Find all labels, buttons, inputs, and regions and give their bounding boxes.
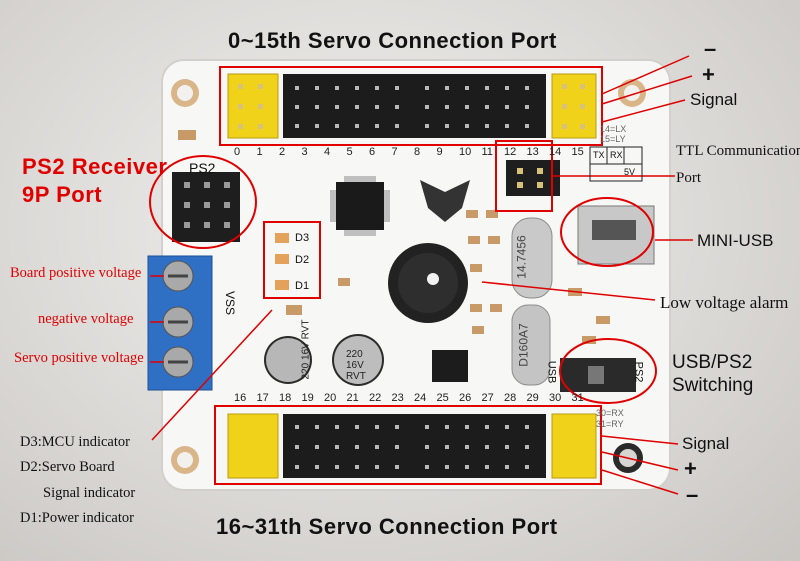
d2-label-line2: Signal indicator [43, 485, 136, 501]
port-number: 9 [436, 146, 443, 158]
d1-label: D1:Power indicator [20, 510, 134, 526]
silk-usb: USB [545, 360, 558, 384]
switch-label-line2: Switching [672, 375, 754, 396]
silk-tx: TX [593, 150, 605, 160]
annotation-outlines [149, 66, 657, 485]
bottom-signal-label: Signal [682, 434, 730, 453]
silk-d3: D3 [295, 232, 310, 244]
top-plus-label: + [702, 62, 715, 87]
silk-rx: 30=RX [596, 408, 624, 418]
port-number: 13 [526, 146, 539, 158]
ttl-pinout-box [589, 146, 643, 182]
bottom-plus-label: + [684, 456, 697, 481]
ps2-label-line2: 9P Port [22, 182, 103, 207]
port-number: 3 [301, 146, 308, 158]
cap1-marking: 220 16V RVT [300, 319, 312, 380]
silk-ly: 15=LY [600, 134, 626, 144]
d3-label: D3:MCU indicator [20, 434, 130, 450]
silk-ry: 31=RY [596, 419, 624, 429]
port-number: 8 [414, 146, 421, 158]
ttl-label-line2: Port [676, 170, 702, 186]
small-ic [432, 350, 468, 382]
port-number: 11 [481, 146, 493, 158]
capacitors [264, 334, 384, 386]
smd-components [178, 130, 610, 344]
port-number: 20 [324, 392, 337, 404]
port-number: 16 [234, 392, 247, 404]
silk-5v: 5V [624, 167, 636, 177]
port-number: 30 [549, 392, 562, 404]
led-indicators [275, 233, 289, 290]
top-signal-label: Signal [690, 90, 738, 109]
port-number: 5 [346, 146, 353, 158]
port-number: 25 [436, 392, 449, 404]
buzzer [388, 243, 468, 323]
port-number: 4 [324, 146, 331, 158]
board-voltage-label: Board positive voltage [10, 265, 142, 281]
silk-ps2-switch: PS2 [632, 361, 645, 383]
silk-ps2: PS2 [189, 160, 216, 176]
port-number: 19 [301, 392, 314, 404]
crystal [511, 217, 553, 299]
regulator [511, 304, 551, 386]
silk-vss: VSS [223, 290, 238, 316]
top-title: 0~15th Servo Connection Port [228, 28, 557, 53]
servo-voltage-label: Servo positive voltage [14, 350, 144, 366]
port-number: 23 [391, 392, 404, 404]
port-number: 24 [414, 392, 427, 404]
port-number: 17 [256, 392, 269, 404]
mini-usb-port [577, 205, 655, 265]
port-number: 14 [549, 146, 562, 158]
cap2-marking: 220 16V RVT [346, 349, 366, 382]
port-number: 15 [571, 146, 584, 158]
negative-voltage-label: negative voltage [38, 311, 134, 327]
port-number: 0 [234, 146, 241, 158]
ttl-label-line1: TTL Communication [676, 143, 800, 159]
silk-d1: D1 [295, 280, 310, 292]
port-number: 2 [279, 146, 286, 158]
silk-d160: D160A7 [516, 323, 531, 367]
silk-crystal: 14.7456 [514, 235, 529, 279]
port-number: 31 [571, 392, 584, 404]
switch-label-line1: USB/PS2 [672, 352, 753, 373]
port-number: 18 [279, 392, 292, 404]
port-number: 7 [391, 146, 398, 158]
port-number: 10 [459, 146, 472, 158]
mcu-chip [330, 176, 390, 236]
silk-rx-ttl: RX [610, 150, 623, 160]
port-number: 28 [504, 392, 517, 404]
annotation-leaders [150, 55, 693, 495]
logo-mark [420, 180, 470, 222]
mini-usb-label: MINI-USB [697, 231, 774, 250]
bottom-title: 16~31th Servo Connection Port [216, 514, 558, 539]
top-minus-label: – [704, 36, 717, 61]
port-number: 21 [346, 392, 359, 404]
port-number: 26 [459, 392, 472, 404]
port-number: 22 [369, 392, 382, 404]
d2-label-line1: D2:Servo Board [20, 459, 115, 475]
port-number: 12 [504, 146, 517, 158]
bottom-servo-headers [227, 413, 597, 479]
power-terminal [147, 255, 213, 391]
ps2-label-line1: PS2 Receiver [22, 154, 168, 179]
port-number: 29 [526, 392, 539, 404]
port-number: 6 [369, 146, 376, 158]
low-voltage-label: Low voltage alarm [660, 293, 789, 312]
silk-d2: D2 [295, 254, 310, 266]
bottom-minus-label: – [686, 482, 699, 507]
port-number: 1 [256, 146, 263, 158]
top-servo-headers [227, 73, 597, 139]
silk-lx: 14=LX [600, 124, 627, 134]
port-number: 27 [481, 392, 494, 404]
